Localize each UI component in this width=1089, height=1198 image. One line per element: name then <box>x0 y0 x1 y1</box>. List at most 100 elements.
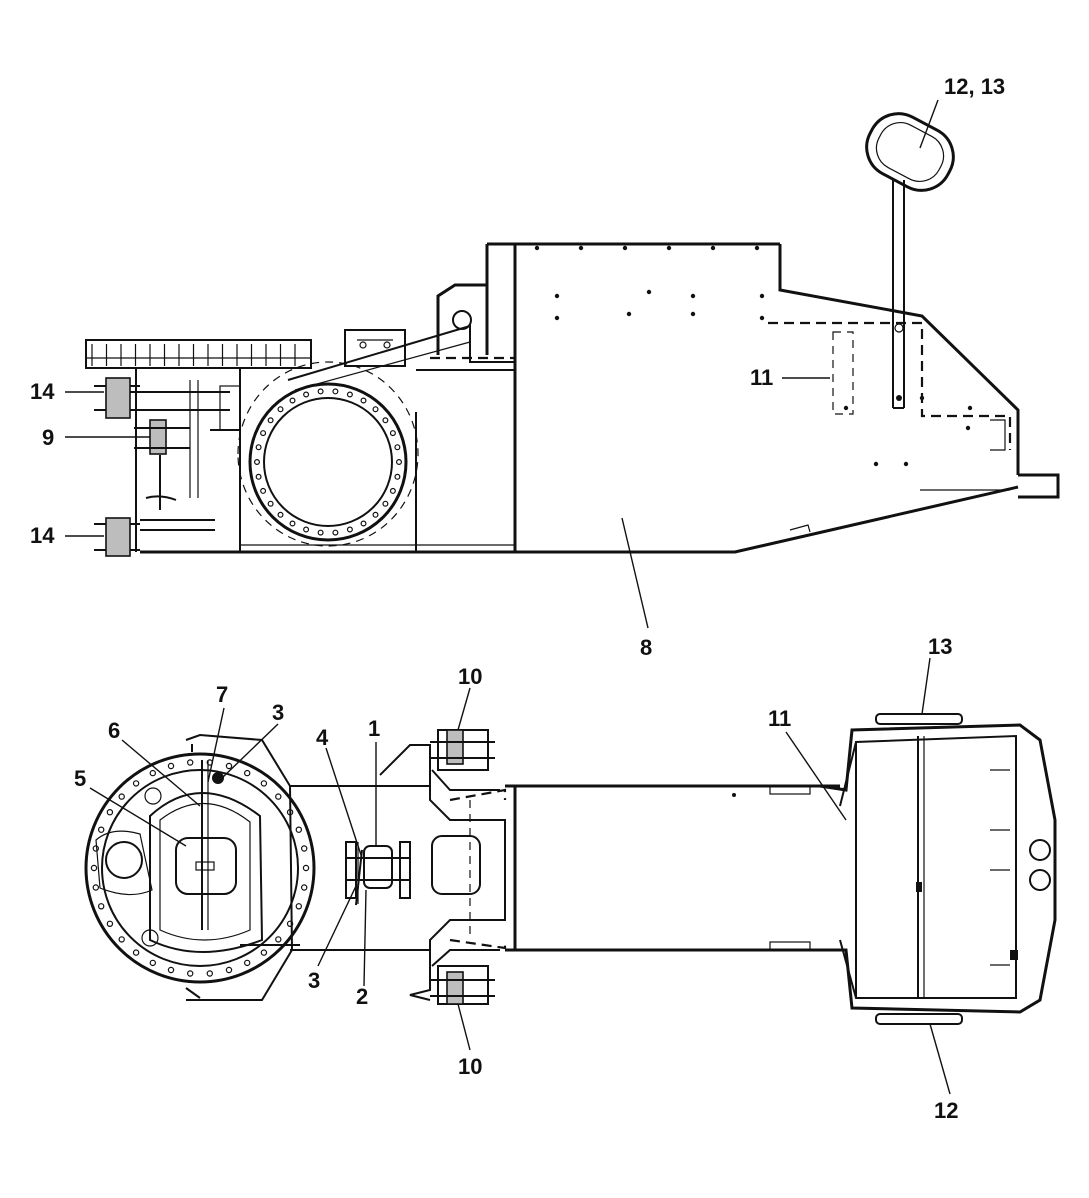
bolt-hole <box>346 526 353 533</box>
callout-4: 4 <box>316 725 329 750</box>
bolt-hole <box>389 487 396 494</box>
callout-12-13: 12, 13 <box>944 74 1005 99</box>
bolt-hole <box>301 845 308 852</box>
bolt-hole <box>167 762 175 770</box>
bolt-hole <box>132 949 140 956</box>
bolt-hole <box>317 529 324 536</box>
pivot-bracket <box>287 283 515 391</box>
bolt-hole <box>389 430 396 437</box>
callout-8: 8 <box>640 635 652 660</box>
bolt-hole <box>295 826 302 833</box>
bolt-hole <box>206 970 213 977</box>
bolt-hole <box>382 500 389 507</box>
gear-teeth <box>91 344 296 366</box>
side-view-leaders <box>65 99 939 629</box>
bolt-hole <box>132 780 140 787</box>
bolt-hole <box>92 845 100 852</box>
bolt-hole <box>90 864 98 872</box>
bolt-hole <box>149 769 156 777</box>
bolt-hole <box>225 966 233 974</box>
bolt-hole <box>149 959 156 967</box>
bolt-hole <box>303 526 310 533</box>
bolt-hole <box>289 397 296 404</box>
axle-mount-10-bottom <box>430 949 500 1005</box>
bolt-hole <box>360 520 367 527</box>
bolt-hole <box>289 520 296 527</box>
bolt-hole <box>255 473 262 480</box>
bolt-hole <box>267 417 274 424</box>
bolt-hole <box>332 388 339 395</box>
bolt-hole <box>260 949 268 956</box>
center-plate <box>379 744 507 1001</box>
bolt-hole <box>243 769 251 777</box>
pad-12 <box>875 1013 963 1025</box>
bolt-hole <box>92 884 100 891</box>
bolt-hole <box>106 920 114 928</box>
callout-14-upper: 14 <box>30 379 55 404</box>
top-view-leaders <box>89 657 951 1095</box>
turntable-ring <box>237 361 515 552</box>
bolt-hole <box>303 391 310 398</box>
bolt-hole <box>118 793 125 800</box>
callout-5: 5 <box>74 766 86 791</box>
bolt-hole <box>225 762 233 770</box>
bolt-hole <box>255 444 262 451</box>
bolt-hole <box>254 459 261 466</box>
callout-7: 7 <box>216 682 228 707</box>
bolt-hole <box>302 864 310 872</box>
bolt-hole <box>372 406 379 413</box>
callout-10-top: 10 <box>458 664 482 689</box>
bolt-hole <box>275 936 282 943</box>
part-14-upper <box>94 377 140 419</box>
front-box <box>819 723 1057 1014</box>
bolt-hole <box>332 529 339 536</box>
bolt-hole <box>260 780 268 787</box>
bolt-hole <box>286 920 294 928</box>
callout-12: 12 <box>934 1098 958 1123</box>
callout-2: 2 <box>356 984 368 1009</box>
bolt-hole <box>372 511 379 518</box>
axle-mount-10-top <box>430 729 500 791</box>
bolt-hole <box>267 500 274 507</box>
bolt-hole <box>118 936 125 943</box>
bolt-hole <box>277 406 284 413</box>
bolt-hole <box>346 391 353 398</box>
bolt-hole <box>317 388 324 395</box>
callout-1: 1 <box>368 716 380 741</box>
bolt-hole <box>186 970 194 977</box>
pad-13 <box>875 713 963 725</box>
side-view-frame <box>85 112 1060 557</box>
top-boom <box>505 784 840 952</box>
top-turntable <box>84 733 316 1001</box>
callout-11-side: 11 <box>750 365 773 390</box>
rear-gear-assembly <box>85 339 312 552</box>
part-14-lower <box>94 517 140 557</box>
bolt-hole <box>301 884 308 891</box>
callout-10-bottom: 10 <box>458 1054 482 1079</box>
main-frame-body <box>140 242 1060 554</box>
bolt-hole <box>360 397 367 404</box>
bolt-hole <box>382 417 389 424</box>
bolt-hole <box>396 459 403 466</box>
bolt-hole <box>394 444 401 451</box>
callout-3-top: 3 <box>272 700 284 725</box>
bolt-hole <box>97 903 105 910</box>
callout-14-lower: 14 <box>30 523 55 548</box>
callout-11-top: 11 <box>768 706 791 731</box>
ring-bolts <box>254 388 403 536</box>
callout-9: 9 <box>42 425 54 450</box>
frame-rivets <box>534 245 973 467</box>
bolt-hole <box>97 826 105 833</box>
bolt-hole <box>394 473 401 480</box>
callout-13: 13 <box>928 634 952 659</box>
towing-handle <box>865 112 955 409</box>
bolt-hole <box>167 966 175 974</box>
bolt-hole <box>277 511 284 518</box>
bolt-hole <box>243 959 251 967</box>
brake-pedal-assembly <box>345 841 411 906</box>
callout-6: 6 <box>108 718 120 743</box>
top-ring-bolts <box>90 759 310 977</box>
top-view-frame <box>84 713 1057 1025</box>
callout-3-bottom: 3 <box>308 968 320 993</box>
